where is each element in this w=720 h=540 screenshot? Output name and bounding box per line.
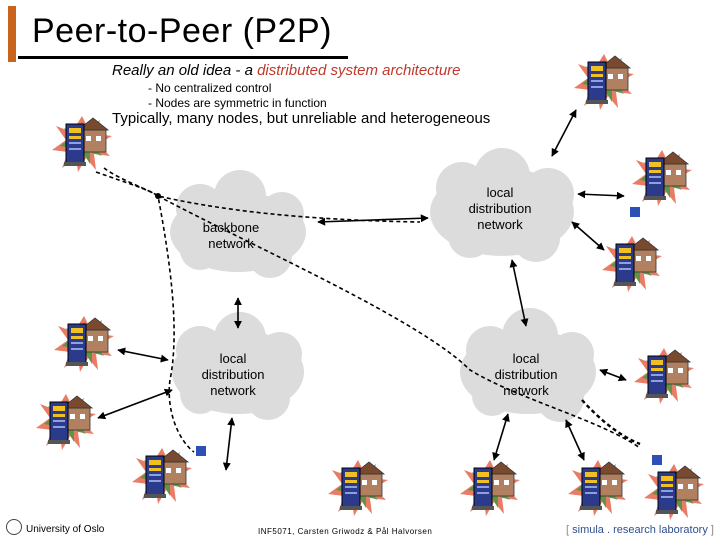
junction-dot — [155, 193, 161, 199]
link-backbone-local-top — [317, 214, 429, 226]
link-right-local-node2 — [492, 413, 510, 461]
title-underline — [18, 56, 348, 59]
p2p-dashed-paths — [95, 167, 641, 453]
link-right-local-node1 — [599, 368, 627, 382]
bullet-list: - No centralized control - Nodes are sym… — [148, 81, 327, 111]
footer-university: University of Oslo — [26, 524, 105, 535]
intro-line: Really an old idea - a distributed syste… — [112, 62, 461, 79]
link-top-local-node-r1 — [577, 190, 625, 200]
cloud-backbone — [170, 170, 306, 278]
intro-prefix: Really an old idea - a — [112, 62, 258, 79]
typically-line: Typically, many nodes, but unreliable an… — [112, 110, 491, 127]
p2p-path-3 — [157, 195, 641, 449]
link-right-local-node3 — [565, 419, 585, 461]
link-top-local-uppernode — [551, 109, 577, 157]
link-top-local-right — [509, 259, 529, 327]
cloud-local-top-right — [430, 148, 574, 262]
university-seal-icon — [6, 519, 22, 535]
page-title: Peer-to-Peer (P2P) — [32, 12, 332, 50]
footer-course: INF5071, Carsten Griwodz & Pål Halvorsen — [258, 527, 433, 536]
bullet-item: - Nodes are symmetric in function — [148, 96, 327, 110]
p2p-path-2 — [95, 171, 195, 453]
link-left-local-node2 — [97, 388, 173, 420]
link-left-local-node1 — [117, 347, 169, 363]
intro-highlight: distributed system architecture — [257, 62, 461, 79]
computer-house-icon — [35, 53, 705, 521]
network-links — [97, 109, 627, 471]
title-accent-bar — [8, 6, 16, 62]
bullet-item: - No centralized control — [148, 81, 272, 95]
link-top-local-node-r2 — [571, 221, 605, 251]
footer-simula-logo: [ simula . research laboratory ] — [566, 524, 714, 536]
cloud-local-bottom-left — [172, 312, 304, 420]
link-left-local-node3 — [222, 417, 236, 471]
p2p-path-4 — [581, 399, 641, 446]
router-square-icon — [196, 207, 662, 465]
